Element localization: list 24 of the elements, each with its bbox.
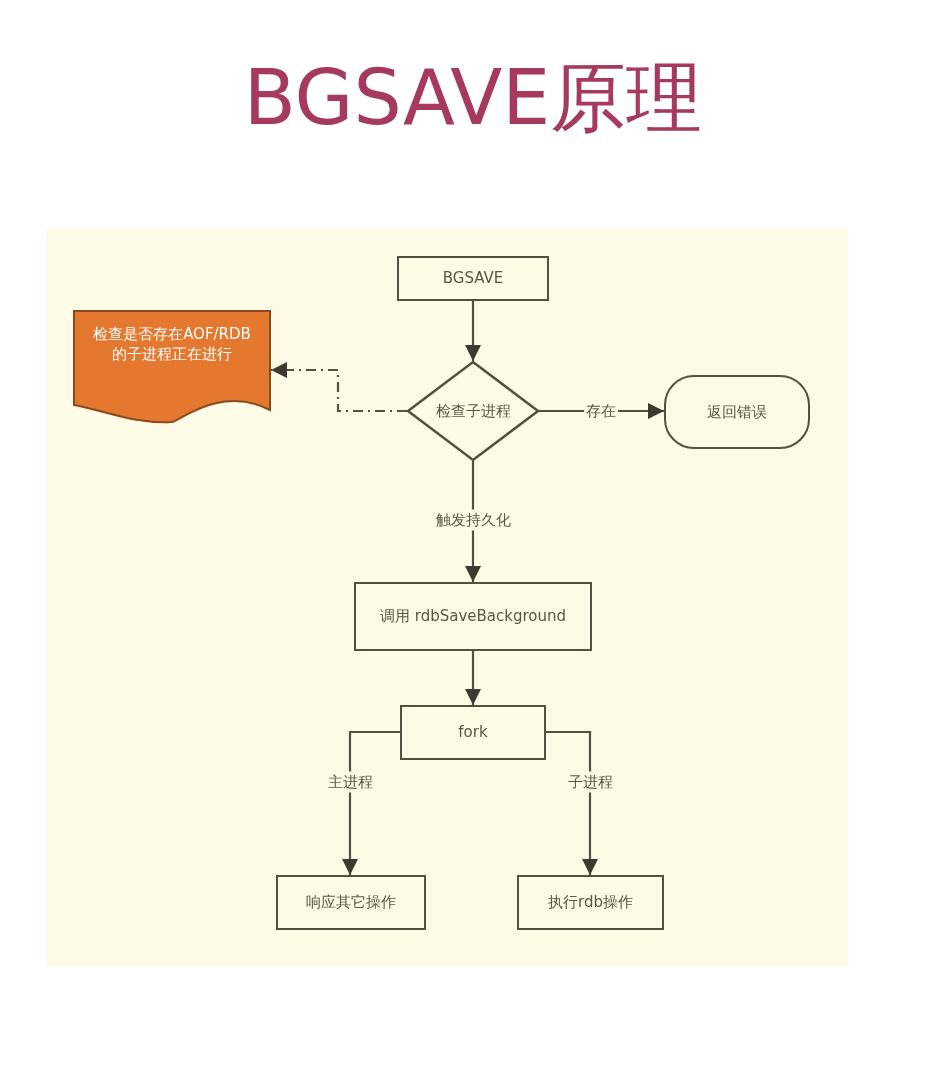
node-text: 检查是否存在AOF/RDB的子进程正在进行 <box>92 324 252 365</box>
process-box <box>354 582 592 651</box>
arrow <box>342 730 400 875</box>
node-text: 执行rdb操作 <box>548 892 633 913</box>
arrow <box>271 362 407 413</box>
process-box <box>397 256 549 301</box>
node-text: 响应其它操作 <box>306 892 396 913</box>
process-box <box>517 875 664 930</box>
decision-diamond <box>407 361 539 461</box>
title: BGSAVE原理 <box>242 52 704 144</box>
process-box <box>400 705 546 760</box>
node-text: BGSAVE <box>442 268 504 289</box>
arrow <box>465 301 481 361</box>
process-box <box>276 875 426 930</box>
edge-label: 子进程 <box>565 771 615 793</box>
edge-label: 主进程 <box>325 771 375 793</box>
terminal-box <box>664 375 810 449</box>
node-text: 检查子进程 <box>435 400 511 422</box>
node-text: 返回错误 <box>707 401 767 423</box>
arrow <box>546 730 598 875</box>
node-text: fork <box>458 722 488 743</box>
arrow <box>465 651 481 705</box>
node-text: 调用 rdbSaveBackground <box>379 606 567 627</box>
edge-label: 触发持久化 <box>433 509 513 531</box>
